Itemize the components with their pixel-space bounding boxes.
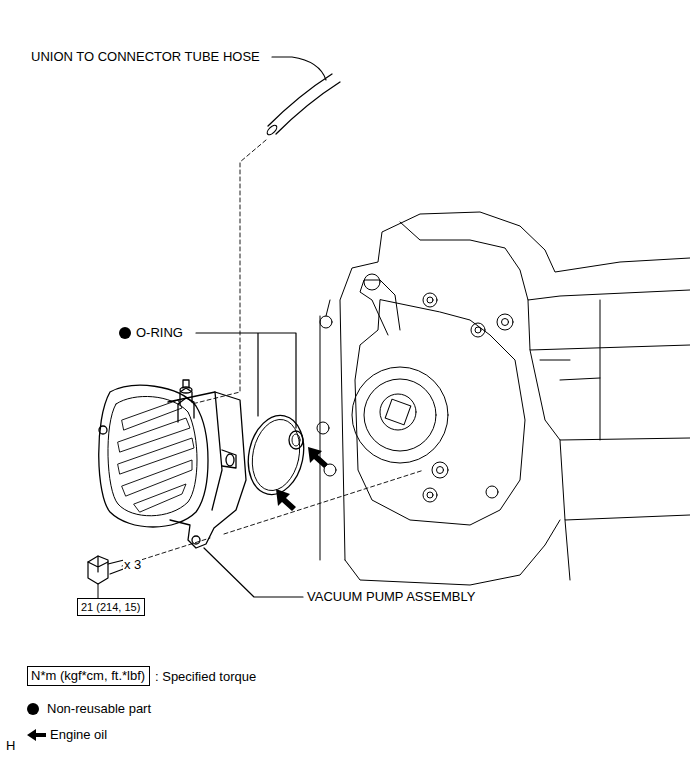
legend-text: Engine oil [50,727,107,743]
box-text: N*m (kgf*cm, ft.*lbf) [31,668,146,684]
legend-torque-box: N*m (kgf*cm, ft.*lbf) [27,666,150,686]
figure-code: H [5,738,16,754]
o-ring-small [289,431,303,449]
o-ring-large [241,410,310,499]
hose-drawing [266,74,340,136]
oil-arrow [308,447,328,468]
part-label: O-RING [135,325,184,341]
non-reusable-dot [119,327,131,339]
alignment-line [192,140,266,404]
torque-box: 21 (214, 15) [77,598,145,616]
part-label: UNION TO CONNECTOR TUBE HOSE [30,49,261,65]
engine-housing [317,212,690,585]
legend-label: Engine oil [50,727,107,742]
legend-label: : Specified torque [155,669,256,684]
leader-line [272,57,326,80]
quantity-label: x 3 [123,557,142,573]
legend-dot [27,703,39,715]
box-text: 21 (214, 15) [81,600,141,614]
leader-line [196,333,296,428]
leader-line [98,584,99,598]
legend-text: : Specified torque [155,669,256,685]
oil-arrow [276,489,296,511]
legend-arrow [27,729,46,741]
leader-line [204,548,303,597]
vacuum-pump [99,380,246,548]
legend-text: Non-reusable part [47,701,151,717]
legend-label: Non-reusable part [47,701,151,716]
part-label: VACUUM PUMP ASSEMBLY [306,589,476,605]
alignment-line [122,470,424,566]
bolt [88,556,126,584]
